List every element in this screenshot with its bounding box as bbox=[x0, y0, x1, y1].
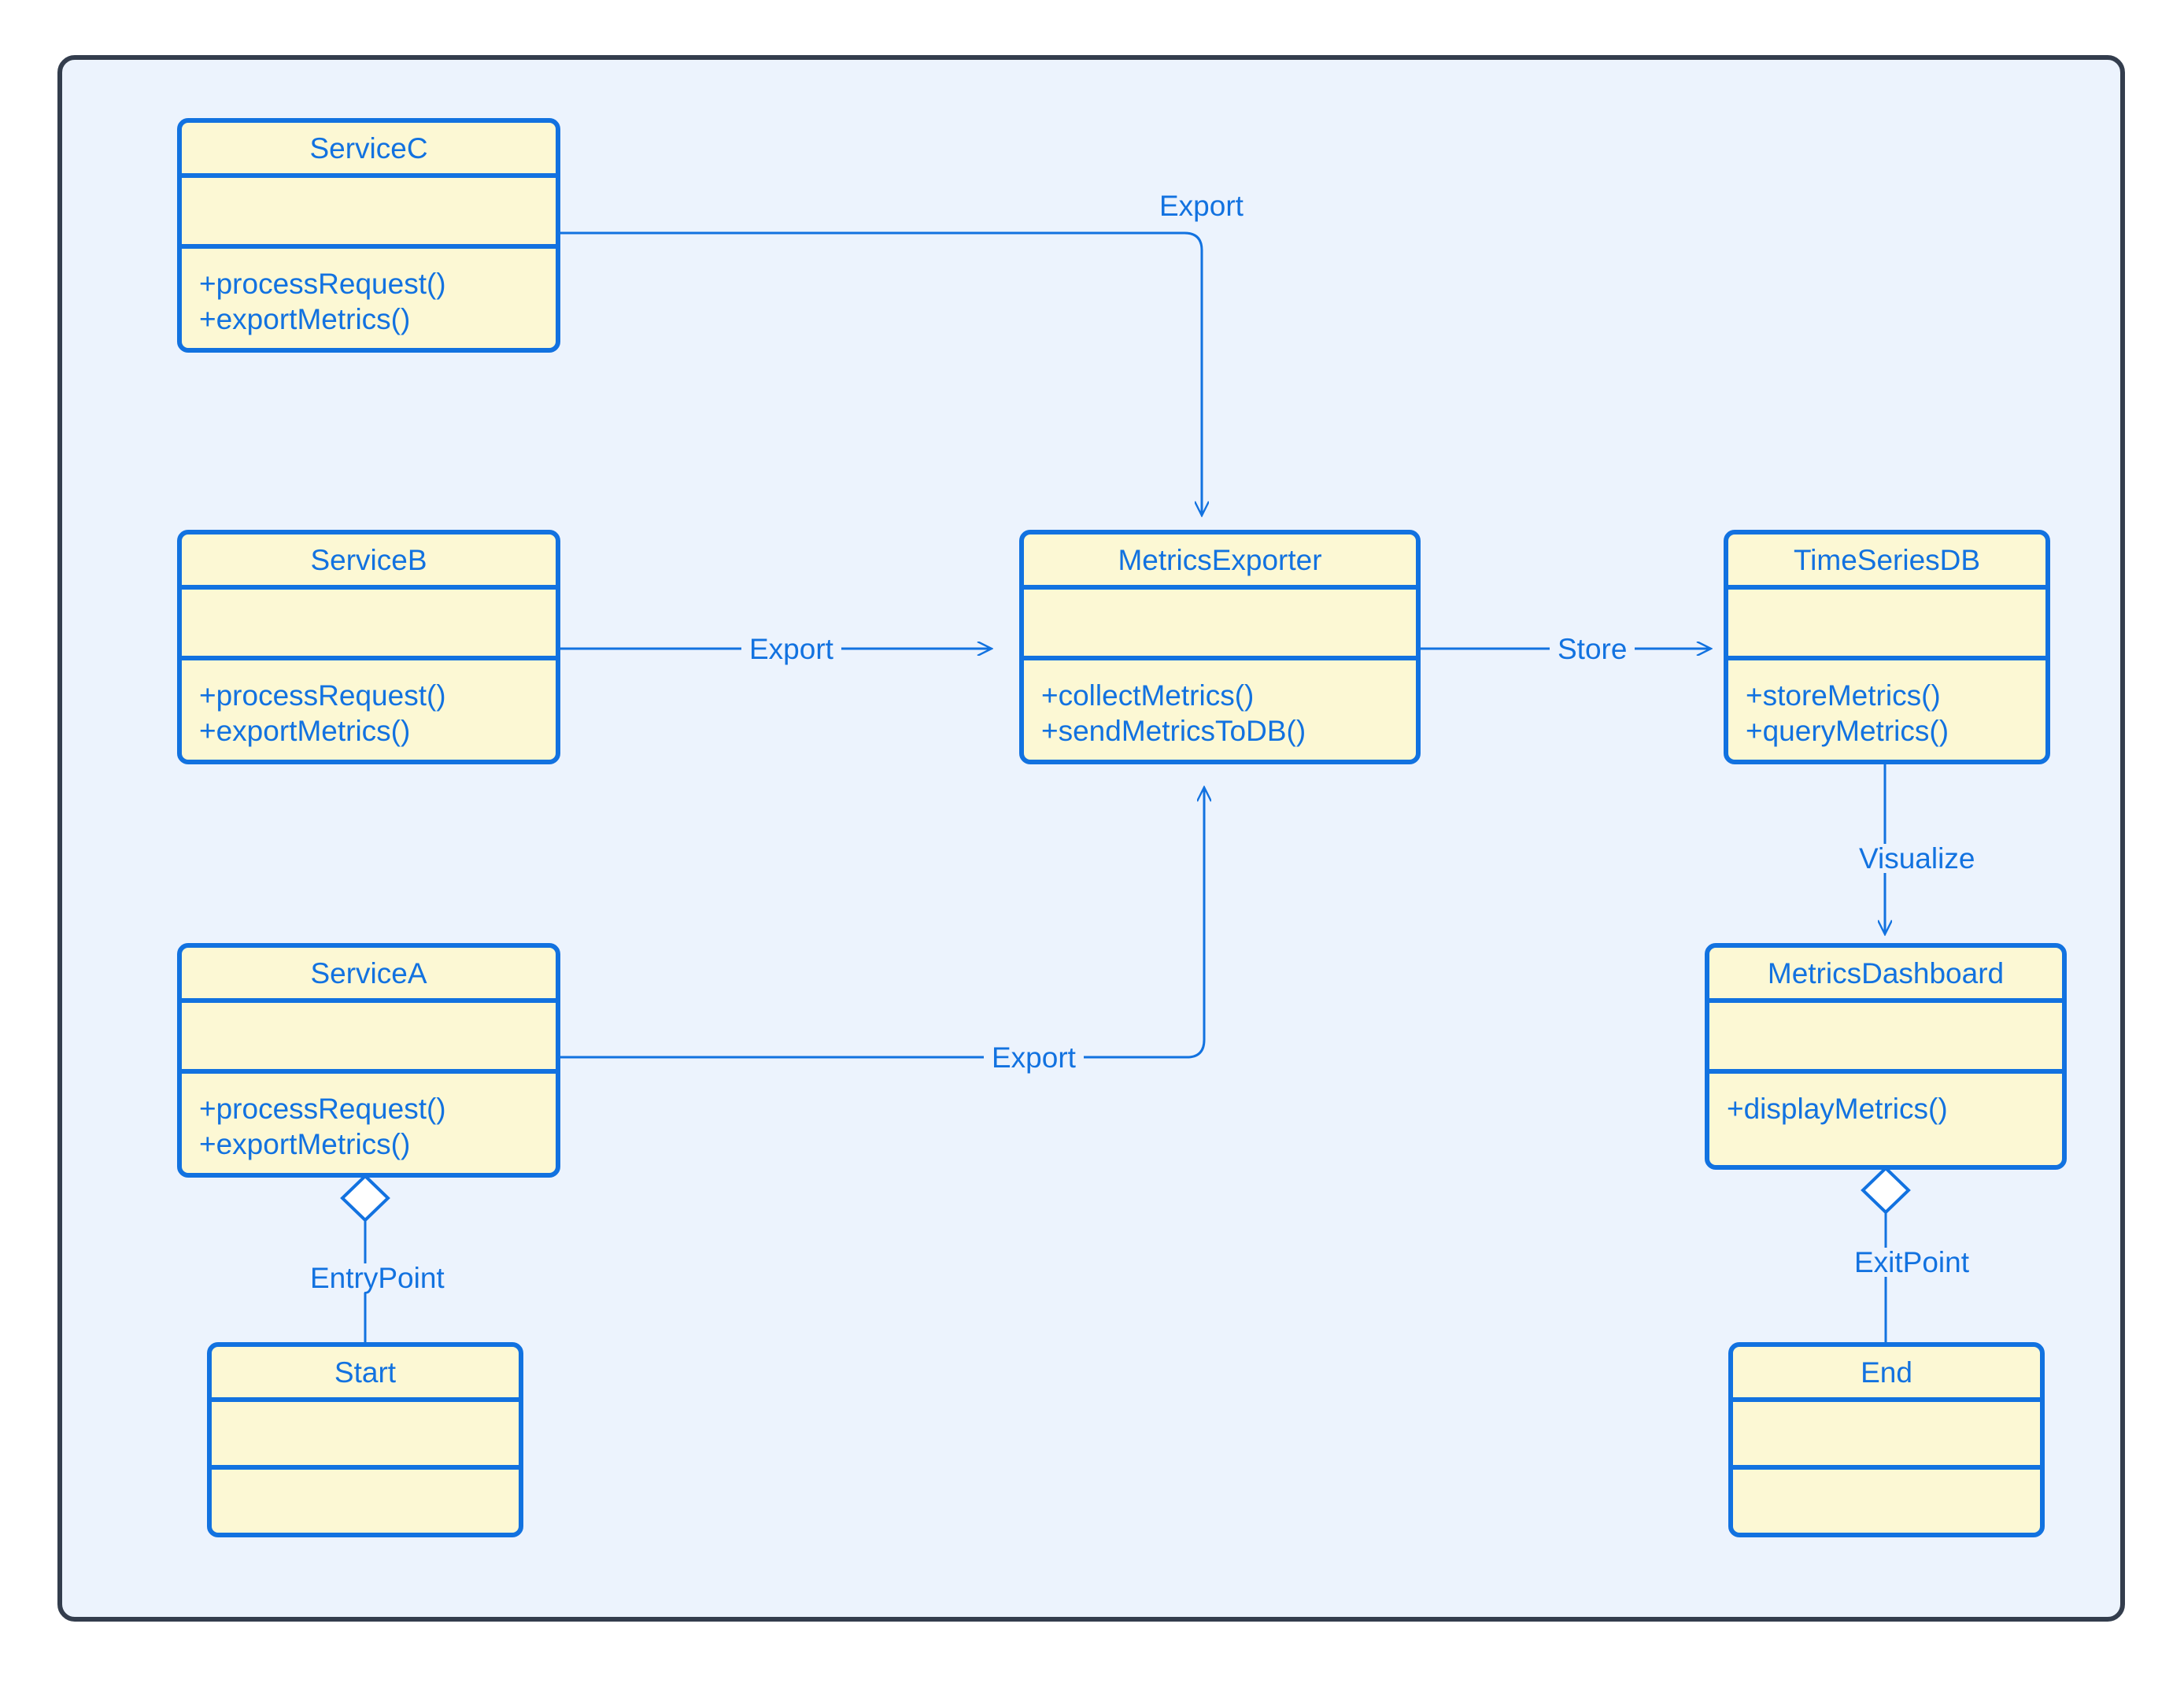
uml-node-end-methods bbox=[1733, 1465, 2040, 1533]
uml-node-serviceC-methods: +processRequest() +exportMetrics() bbox=[182, 244, 556, 348]
uml-node-start-attributes bbox=[212, 1397, 519, 1465]
uml-node-end-attributes bbox=[1733, 1397, 2040, 1465]
edge-label-export-serviceB: Export bbox=[741, 634, 841, 664]
uml-node-serviceA-title: ServiceA bbox=[310, 956, 427, 989]
uml-node-metricsExporter-methods: +collectMetrics() +sendMetricsToDB() bbox=[1024, 656, 1416, 760]
uml-node-serviceB-title: ServiceB bbox=[310, 543, 427, 576]
uml-node-metricsExporter-title: MetricsExporter bbox=[1118, 543, 1322, 576]
uml-node-timeSeriesDB[interactable]: TimeSeriesDB +storeMetrics() +queryMetri… bbox=[1724, 530, 2050, 764]
uml-node-serviceA-attributes bbox=[182, 998, 556, 1069]
uml-node-serviceB-attributes bbox=[182, 585, 556, 656]
uml-node-end-title: End bbox=[1861, 1356, 1912, 1389]
uml-node-serviceC-title: ServiceC bbox=[309, 131, 428, 165]
uml-node-timeSeriesDB-title: TimeSeriesDB bbox=[1793, 543, 1981, 576]
uml-node-serviceA[interactable]: ServiceA +processRequest() +exportMetric… bbox=[177, 943, 560, 1178]
edge-label-store: Store bbox=[1550, 634, 1635, 664]
edge-label-export-serviceC: Export bbox=[1151, 191, 1251, 220]
edge-label-visualize: Visualize bbox=[1851, 844, 1983, 873]
edge-label-exitpoint: ExitPoint bbox=[1846, 1248, 1978, 1277]
uml-node-metricsDashboard-title: MetricsDashboard bbox=[1767, 956, 2005, 989]
uml-node-metricsDashboard[interactable]: MetricsDashboard +displayMetrics() bbox=[1705, 943, 2067, 1170]
uml-node-start[interactable]: Start bbox=[207, 1342, 523, 1537]
uml-node-timeSeriesDB-attributes bbox=[1728, 585, 2045, 656]
uml-node-serviceC[interactable]: ServiceC +processRequest() +exportMetric… bbox=[177, 118, 560, 353]
uml-node-serviceA-methods: +processRequest() +exportMetrics() bbox=[182, 1069, 556, 1173]
uml-node-serviceB-methods: +processRequest() +exportMetrics() bbox=[182, 656, 556, 760]
uml-node-serviceB[interactable]: ServiceB +processRequest() +exportMetric… bbox=[177, 530, 560, 764]
uml-node-end[interactable]: End bbox=[1728, 1342, 2045, 1537]
uml-node-metricsDashboard-attributes bbox=[1709, 998, 2062, 1069]
edge-label-export-serviceA: Export bbox=[984, 1043, 1084, 1072]
uml-node-start-title: Start bbox=[334, 1356, 397, 1389]
uml-node-metricsDashboard-methods: +displayMetrics() bbox=[1709, 1069, 2062, 1165]
uml-node-serviceC-attributes bbox=[182, 173, 556, 244]
uml-node-timeSeriesDB-methods: +storeMetrics() +queryMetrics() bbox=[1728, 656, 2045, 760]
uml-node-start-methods bbox=[212, 1465, 519, 1533]
edge-label-entrypoint: EntryPoint bbox=[302, 1263, 453, 1293]
uml-node-metricsExporter-attributes bbox=[1024, 585, 1416, 656]
uml-node-metricsExporter[interactable]: MetricsExporter +collectMetrics() +sendM… bbox=[1019, 530, 1421, 764]
